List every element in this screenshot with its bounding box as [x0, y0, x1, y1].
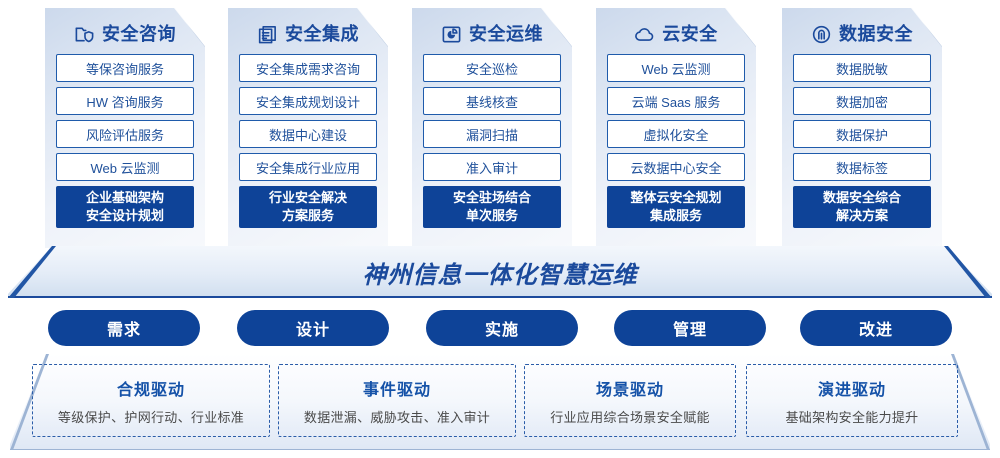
category-panel-4: 云安全 Web 云监测云端 Saas 服务虚拟化安全云数据中心安全整体云安全规划集… — [596, 8, 756, 248]
solution-highlight[interactable]: 安全驻场结合单次服务 — [423, 186, 561, 228]
service-item[interactable]: 安全集成行业应用 — [239, 153, 377, 181]
service-item[interactable]: 安全集成需求咨询 — [239, 54, 377, 82]
solution-highlight-line: 解决方案 — [835, 208, 888, 223]
panel-title: 安全运维 — [469, 24, 543, 44]
solution-highlight-line: 企业基础架构 — [85, 190, 164, 206]
service-item[interactable]: 安全巡检 — [423, 54, 561, 82]
solution-highlight-line: 行业安全解决 — [268, 190, 347, 206]
driver-title: 合规驱动 — [116, 381, 185, 399]
platform-banner: 神州信息一体化智慧运维 — [0, 246, 1000, 298]
service-item[interactable]: 安全集成规划设计 — [239, 87, 377, 115]
driver-card-1[interactable]: 合规驱动等级保护、护网行动、行业标准 — [32, 364, 270, 437]
drivers-shape — [10, 354, 990, 450]
driver-title: 场景驱动 — [595, 381, 664, 399]
category-panels: 安全咨询等保咨询服务 HW 咨询服务风险评估服务 Web 云监测企业基础架构安全设计… — [0, 0, 1000, 252]
panel-title: 云安全 — [662, 24, 718, 44]
service-item[interactable]: 数据脱敏 — [793, 54, 931, 82]
driver-subtitle: 基础架构安全能力提升 — [785, 409, 919, 425]
service-item[interactable]: 基线核查 — [423, 87, 561, 115]
lifecycle-pill-2[interactable]: 设计 — [237, 310, 389, 346]
service-item[interactable]: 数据保护 — [793, 120, 931, 148]
panel-header: 云安全 — [607, 8, 745, 54]
solution-highlight[interactable]: 数据安全综合解决方案 — [793, 186, 931, 228]
folder-shield-icon — [74, 24, 95, 45]
driver-card-4[interactable]: 演进驱动基础架构安全能力提升 — [746, 364, 958, 437]
solution-highlight-line: 单次服务 — [465, 208, 518, 223]
service-item[interactable]: 风险评估服务 — [56, 120, 194, 148]
solution-highlight[interactable]: 行业安全解决方案服务 — [239, 186, 377, 228]
solution-highlight-line: 集成服务 — [649, 208, 702, 223]
lifecycle-pill-4[interactable]: 管理 — [614, 310, 766, 346]
panel-title: 数据安全 — [839, 24, 913, 44]
cloud-icon — [634, 24, 655, 45]
service-item[interactable]: Web 云监测 — [607, 54, 745, 82]
service-item[interactable]: 云端 Saas 服务 — [607, 87, 745, 115]
solution-highlight-line: 安全驻场结合 — [452, 190, 531, 206]
driver-title: 演进驱动 — [817, 381, 886, 399]
lifecycle-pill-3[interactable]: 实施 — [426, 310, 578, 346]
solution-highlight-line: 整体云安全规划 — [630, 190, 722, 206]
service-item[interactable]: 数据中心建设 — [239, 120, 377, 148]
panel-header: 安全集成 — [239, 8, 377, 54]
category-panel-2: 安全集成安全集成需求咨询安全集成规划设计数据中心建设安全集成行业应用行业安全解决… — [228, 8, 388, 248]
category-panel-1: 安全咨询等保咨询服务 HW 咨询服务风险评估服务 Web 云监测企业基础架构安全设计… — [45, 8, 205, 248]
banner-shape — [8, 246, 992, 298]
service-item[interactable]: 数据标签 — [793, 153, 931, 181]
solution-highlight-line: 方案服务 — [281, 208, 334, 223]
driver-card-3[interactable]: 场景驱动行业应用综合场景安全赋能 — [524, 364, 736, 437]
drivers-section: 合规驱动等级保护、护网行动、行业标准事件驱动数据泄漏、威胁攻击、准入审计场景驱动… — [0, 354, 1000, 450]
lifecycle-pill-5[interactable]: 改进 — [800, 310, 952, 346]
lifecycle-pill-1[interactable]: 需求 — [48, 310, 200, 346]
solution-highlight[interactable]: 企业基础架构安全设计规划 — [56, 186, 194, 228]
service-item[interactable]: 数据加密 — [793, 87, 931, 115]
lifecycle-pills: 需求 设计 实施管理改进 — [0, 310, 1000, 346]
stacked-documents-icon — [257, 24, 278, 45]
panel-title: 安全集成 — [285, 24, 359, 44]
panel-header: 安全咨询 — [56, 8, 194, 54]
solution-highlight[interactable]: 整体云安全规划集成服务 — [607, 186, 745, 228]
banner-title: 神州信息一体化智慧运维 — [362, 262, 638, 289]
service-item[interactable]: Web 云监测 — [56, 153, 194, 181]
service-item[interactable]: 虚拟化安全 — [607, 120, 745, 148]
service-item[interactable]: 云数据中心安全 — [607, 153, 745, 181]
driver-subtitle: 行业应用综合场景安全赋能 — [550, 409, 710, 425]
monitor-chart-icon — [441, 24, 462, 45]
fingerprint-icon — [811, 24, 832, 45]
solution-highlight-line: 数据安全综合 — [822, 190, 901, 206]
panel-header: 数据安全 — [793, 8, 931, 54]
driver-subtitle: 数据泄漏、威胁攻击、准入审计 — [303, 409, 491, 425]
category-panel-5: 数据安全数据脱敏数据加密数据保护数据标签数据安全综合解决方案 — [782, 8, 942, 248]
service-item[interactable]: 准入审计 — [423, 153, 561, 181]
driver-card-2[interactable]: 事件驱动数据泄漏、威胁攻击、准入审计 — [278, 364, 516, 437]
service-item[interactable]: 漏洞扫描 — [423, 120, 561, 148]
service-item[interactable]: 等保咨询服务 — [56, 54, 194, 82]
driver-subtitle: 等级保护、护网行动、行业标准 — [57, 409, 245, 425]
driver-title: 事件驱动 — [362, 381, 431, 399]
solution-highlight-line: 安全设计规划 — [85, 208, 164, 223]
service-item[interactable]: HW 咨询服务 — [56, 87, 194, 115]
panel-title: 安全咨询 — [102, 24, 176, 44]
panel-header: 安全运维 — [423, 8, 561, 54]
category-panel-3: 安全运维安全巡检基线核查漏洞扫描准入审计安全驻场结合单次服务 — [412, 8, 572, 248]
